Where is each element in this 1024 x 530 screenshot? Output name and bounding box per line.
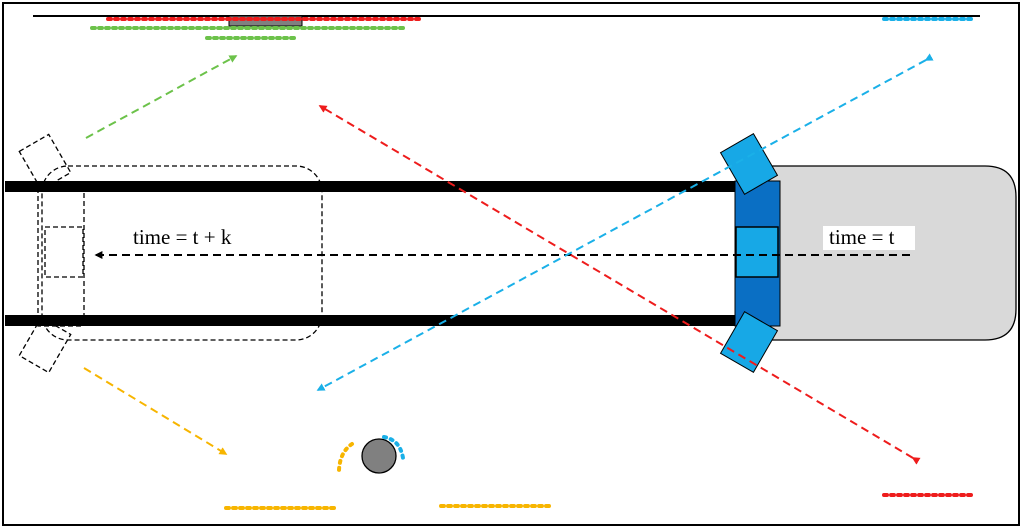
future-upper-sensor-outline [18, 133, 72, 191]
time-now-label: time = t [829, 225, 895, 249]
future-vehicle-ghost [18, 133, 323, 374]
boom-rail-top [5, 181, 743, 192]
blue-beam-arrow [316, 53, 934, 391]
blue-obstacle-detection [382, 435, 405, 460]
green-beam-arrow [85, 55, 238, 139]
future-sensor-outline [44, 226, 84, 278]
front-sensor [735, 226, 779, 278]
current-vehicle [719, 133, 1017, 373]
boom-rail-bottom [5, 315, 743, 326]
detection-marks [90, 17, 977, 510]
time-future-label: time = t + k [133, 225, 232, 249]
yellow-beam-arrow [83, 367, 228, 455]
future-lower-sensor-outline [18, 316, 72, 374]
round-obstacle [361, 438, 397, 474]
yellow-obstacle-detection [337, 442, 354, 472]
vehicle-body [759, 165, 1017, 341]
future-head-outline [37, 182, 85, 327]
